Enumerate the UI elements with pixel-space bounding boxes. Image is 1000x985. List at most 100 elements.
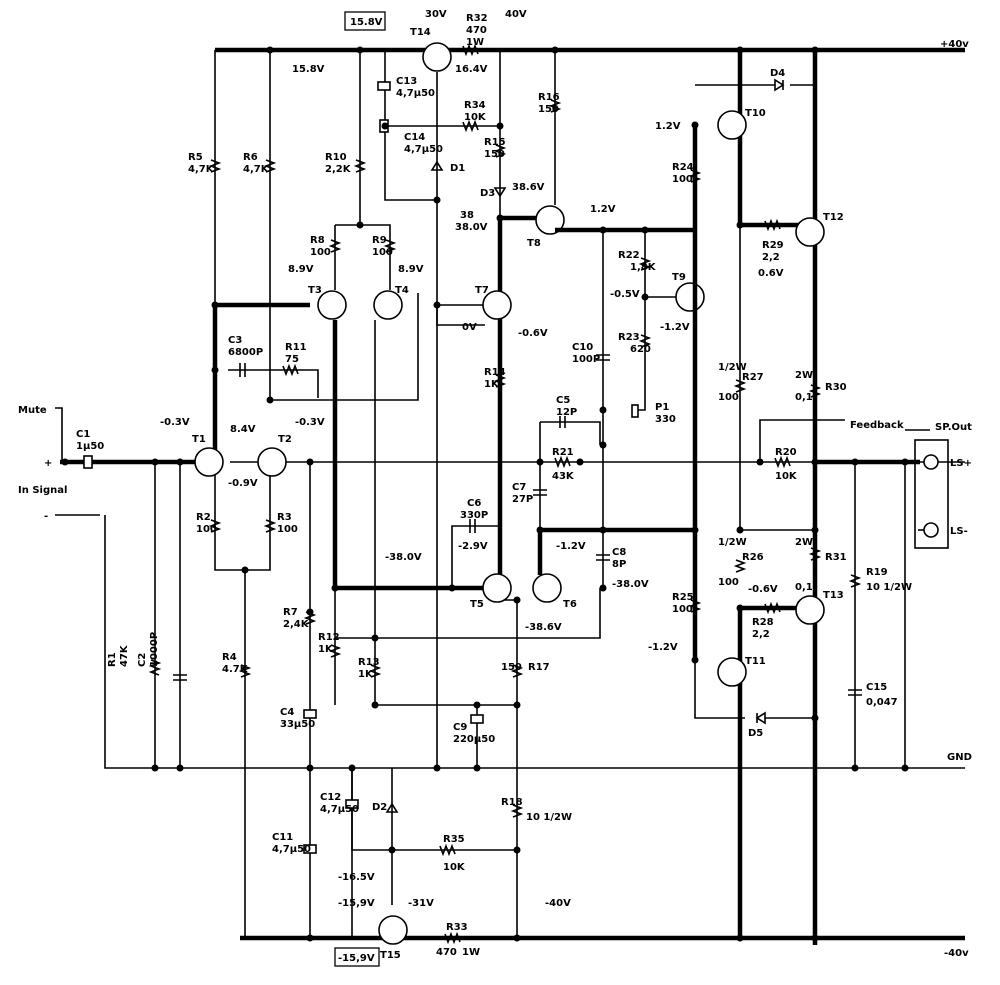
r33-resistor xyxy=(444,931,461,945)
r27-power: 1/2W xyxy=(718,362,747,373)
r29-value: 2,2 xyxy=(762,252,780,263)
c6-capacitor xyxy=(469,519,476,533)
voltage-rail-node: 40V xyxy=(505,9,527,20)
c1-name: C1 xyxy=(76,429,90,440)
r16-resistor xyxy=(548,99,562,113)
voltage-t8-collector: 1.2V xyxy=(590,204,616,215)
r32-name: R32 xyxy=(466,13,488,24)
r7-value: 2,4K xyxy=(283,619,310,630)
d4-diode xyxy=(774,78,785,92)
t1-transistor xyxy=(194,447,224,477)
r23-resistor xyxy=(638,334,652,348)
r32-value: 470 xyxy=(466,25,487,36)
r24-resistor xyxy=(688,169,702,183)
voltage-t6-emitter: -38.0V xyxy=(612,579,649,590)
voltage-t15-base: -15,9V xyxy=(338,898,375,909)
r8-resistor xyxy=(328,239,342,253)
c5-capacitor xyxy=(559,416,566,428)
r35-value: 10K xyxy=(443,862,466,873)
c9-value: 220μ50 xyxy=(453,734,495,745)
r33-name: R33 xyxy=(446,922,468,933)
voltage-t3-collector: 8.9V xyxy=(288,264,314,275)
r31-resistor xyxy=(808,547,822,561)
input-plus-label: + xyxy=(44,458,52,469)
t5-transistor xyxy=(482,573,512,603)
c12-capacitor xyxy=(345,799,359,809)
r14-value: 1K xyxy=(484,379,500,390)
r21-name: R21 xyxy=(552,447,574,458)
d2-label: D2 xyxy=(372,802,387,813)
t1-label: T1 xyxy=(192,434,206,445)
c5-value: 12P xyxy=(556,407,577,418)
r19-resistor xyxy=(848,574,862,588)
voltage-t13-base: -0.6V xyxy=(748,584,778,595)
r34-value: 10K xyxy=(464,112,487,123)
r6-value: 4,7K xyxy=(243,164,270,175)
r22-value: 1,8K xyxy=(630,262,657,273)
t10-label: T10 xyxy=(745,108,766,119)
r1-value: 47K xyxy=(119,644,130,667)
c11-name: C11 xyxy=(272,832,293,843)
c13-name: C13 xyxy=(396,76,417,87)
r12-name: R12 xyxy=(318,632,340,643)
d1-label: D1 xyxy=(450,163,465,174)
r23-value: 620 xyxy=(630,344,651,355)
top-voltage-box xyxy=(344,11,386,31)
c7-name: C7 xyxy=(512,482,526,493)
voltage-t14-emitter: 16.4V xyxy=(455,64,488,75)
c10-name: C10 xyxy=(572,342,593,353)
r5-value: 4,7K xyxy=(188,164,215,175)
t8-label: T8 xyxy=(527,238,541,249)
rail-neg-label: -40v xyxy=(944,948,969,959)
r16-value: 150 xyxy=(538,104,559,115)
r26-name: R26 xyxy=(742,552,764,563)
rail-gnd-label: GND xyxy=(947,752,972,763)
c12-name: C12 xyxy=(320,792,341,803)
r25-value: 100 xyxy=(672,604,693,615)
r9-name: R9 xyxy=(372,235,387,246)
bottom-voltage-box xyxy=(334,947,380,967)
r2-value: 100 xyxy=(196,524,217,535)
r11-name: R11 xyxy=(285,342,307,353)
t9-label: T9 xyxy=(672,272,686,283)
d5-label: D5 xyxy=(748,728,763,739)
c4-name: C4 xyxy=(280,707,294,718)
r11-resistor xyxy=(282,363,299,377)
r24-name: R24 xyxy=(672,162,694,173)
t11-label: T11 xyxy=(745,656,766,667)
t9-transistor xyxy=(675,282,705,312)
c15-name: C15 xyxy=(866,682,887,693)
c6-value: 330P xyxy=(460,510,488,521)
bottom-voltage-box-text: -15,9V xyxy=(338,953,375,964)
r12-resistor xyxy=(328,644,342,658)
r14-resistor xyxy=(493,374,507,388)
r13-resistor xyxy=(368,664,382,678)
top-voltage-box-text: 15.8V xyxy=(350,17,383,28)
r20-name: R20 xyxy=(775,447,797,458)
p1-potentiometer xyxy=(631,404,639,418)
r26-resistor xyxy=(733,559,747,573)
voltage-t7-base: 0V xyxy=(462,322,477,333)
c2-name: C2 xyxy=(137,653,148,667)
t13-label: T13 xyxy=(823,590,844,601)
junction-dots xyxy=(61,46,909,942)
voltage-t10-base: 1.2V xyxy=(655,121,681,132)
r5-name: R5 xyxy=(188,152,203,163)
ls-minus-label: LS- xyxy=(950,526,968,537)
r21-value: 43K xyxy=(552,471,575,482)
r11-value: 75 xyxy=(285,354,299,365)
r34-resistor xyxy=(462,119,479,133)
r35-resistor xyxy=(439,843,456,857)
r27-resistor xyxy=(733,379,747,393)
r1-resistor xyxy=(148,659,162,676)
d3-label: D3 xyxy=(480,188,495,199)
speaker-connector xyxy=(914,439,949,549)
r6-resistor xyxy=(263,159,277,173)
r17-resistor xyxy=(510,664,524,678)
r30-power: 2W xyxy=(795,370,813,381)
c9-name: C9 xyxy=(453,722,467,733)
r18-resistor xyxy=(510,804,524,818)
r4-resistor xyxy=(238,664,252,678)
c6-name: C6 xyxy=(467,498,481,509)
